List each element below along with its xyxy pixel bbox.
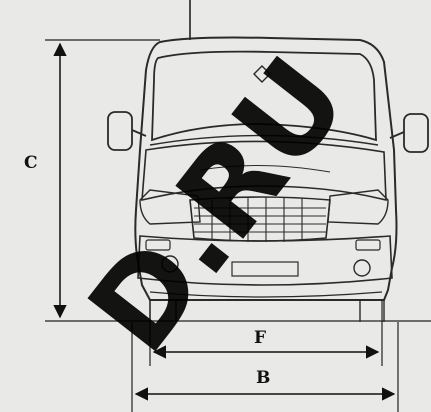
logo-emblem xyxy=(253,65,271,83)
grille xyxy=(189,196,331,242)
dimension-label-f: F xyxy=(254,328,267,348)
dimension-label-c: C xyxy=(24,153,38,173)
dimension-label-b: B xyxy=(256,368,271,388)
mirror-right xyxy=(389,113,429,153)
van-body xyxy=(134,36,398,322)
mirror-left xyxy=(107,111,147,151)
